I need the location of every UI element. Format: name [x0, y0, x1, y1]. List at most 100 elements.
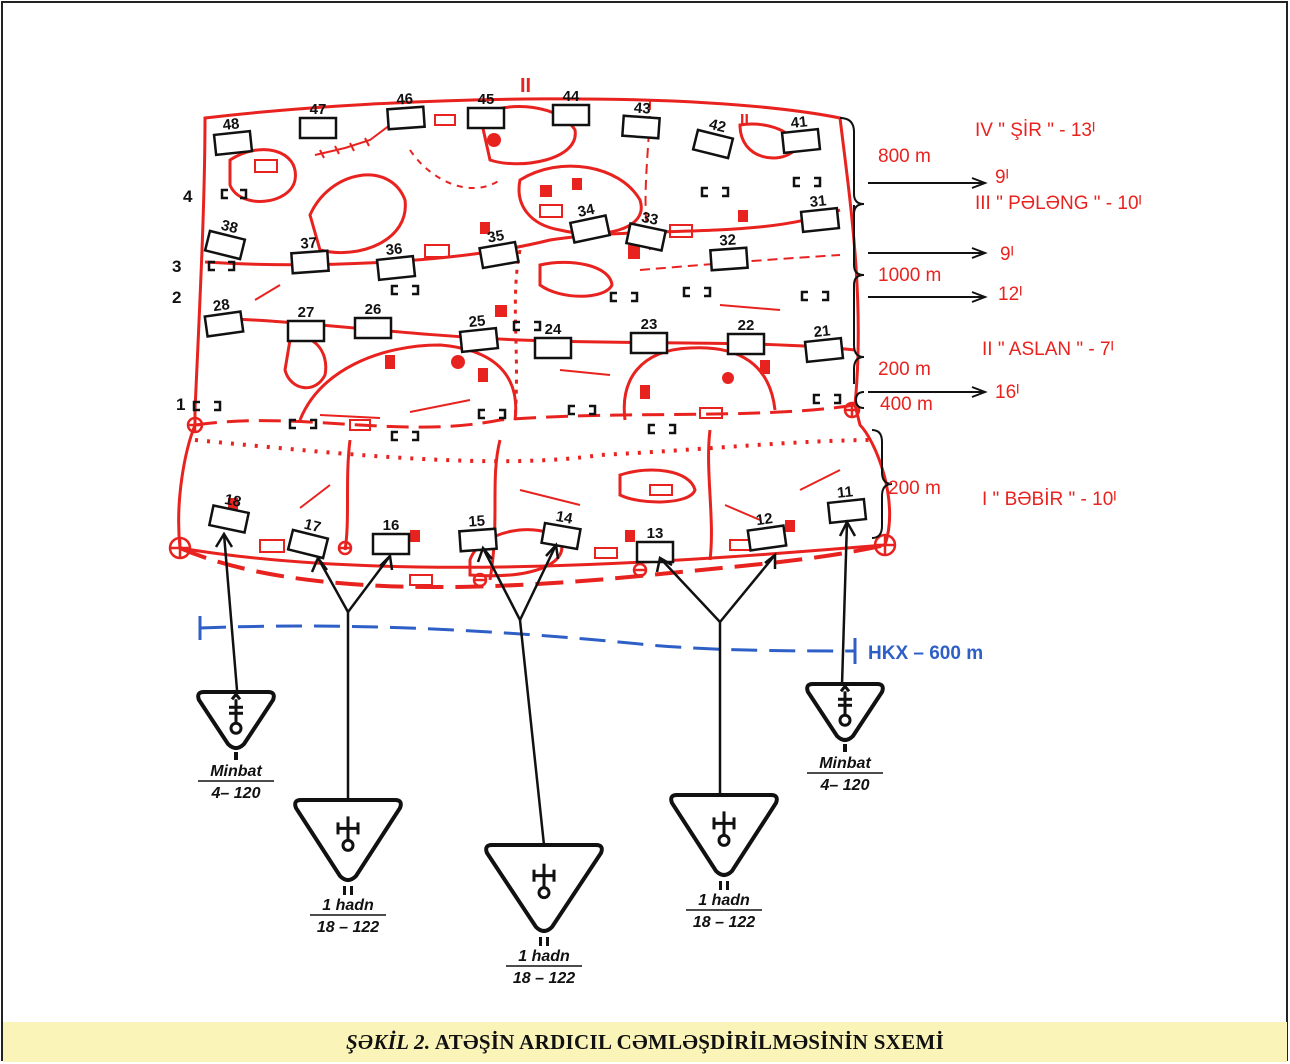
target-number: 16: [383, 517, 400, 534]
target-number: 32: [719, 231, 737, 249]
target-45: 45: [468, 91, 504, 128]
unit-caliber: 18 – 122: [513, 970, 575, 987]
fire-time-label: 16ᴵ: [995, 382, 1019, 403]
zone-label: IV " ŞİR " - 13ᴵ: [975, 120, 1095, 141]
zone-label: II " ASLAN " - 7ᴵ: [982, 339, 1114, 360]
friendly-unit-3: 1 hadn 18 – 122: [486, 845, 602, 987]
unit-size-mark: [843, 744, 847, 752]
unit-name: Minbat: [210, 763, 262, 780]
unit-caliber: 4– 120: [820, 777, 870, 794]
distance-label: 800 m: [878, 146, 931, 167]
target-28: 28: [202, 295, 243, 337]
target-number: 18: [223, 491, 243, 511]
unit-size-mark: [539, 937, 549, 946]
distance-label: 200 m: [888, 478, 941, 499]
target-number: 12: [755, 510, 774, 529]
friendly-unit-5: Minbat 4– 120: [807, 684, 883, 794]
target-14: 14: [542, 506, 584, 549]
target-number: 36: [385, 240, 403, 259]
battalion-mark: II: [520, 75, 531, 97]
fire-time-label: 9ᴵ: [1000, 244, 1014, 265]
target-34: 34: [567, 199, 610, 243]
target-number: 25: [468, 312, 486, 331]
unit-name: 1 hadn: [518, 948, 570, 965]
unit-size-mark: [343, 886, 353, 895]
target-15: 15: [458, 512, 496, 551]
unit-name: Minbat: [819, 755, 871, 772]
target-33: 33: [626, 207, 669, 251]
target-32: 32: [709, 231, 747, 270]
target-number: 13: [647, 525, 664, 542]
target-31: 31: [799, 191, 839, 232]
position-line-4: 4: [183, 187, 193, 206]
position-line-2: 2: [172, 288, 181, 307]
target-11: 11: [826, 482, 866, 523]
friendly-unit-1: Minbat 4– 120: [198, 692, 274, 802]
friendly-units-layer: Minbat 4– 120 1 hadn 18 – 122 1 hadn 18 – 122…: [198, 684, 883, 987]
target-22: 22: [728, 317, 764, 354]
target-25: 25: [458, 311, 498, 352]
target-number: 21: [813, 322, 831, 341]
target-13: 13: [637, 525, 673, 562]
target-16: 16: [373, 517, 409, 554]
target-number: 11: [836, 483, 854, 502]
target-number: 28: [212, 296, 231, 315]
caption-bar: ŞƏKİL 2. ATƏŞİN ARDICIL CƏMLƏŞDİRİLMƏSİN…: [3, 1022, 1287, 1062]
targets-layer: 11 12 13 14 15 16 17 18 21 22 23 24 25 26 27 28 31 32 33 34…: [202, 88, 866, 562]
target-44: 44: [553, 88, 589, 125]
target-48: 48: [212, 114, 252, 155]
unit-caliber: 4– 120: [211, 785, 261, 802]
target-17: 17: [288, 513, 332, 558]
target-number: 34: [576, 201, 596, 221]
target-43: 43: [622, 99, 660, 138]
position-line-labels: 4 3 2 1: [172, 187, 193, 414]
fire-time-label: 12ᴵ: [998, 284, 1022, 305]
target-number: 47: [310, 101, 327, 118]
target-number: 24: [545, 321, 562, 338]
unit-name: 1 hadn: [698, 892, 750, 909]
unit-size-mark: [234, 752, 238, 760]
target-number: 23: [641, 316, 658, 333]
unit-caliber: 18 – 122: [317, 919, 379, 936]
target-number: 33: [640, 209, 660, 229]
target-46: 46: [386, 90, 424, 129]
unit-size-mark: [719, 881, 729, 890]
target-27: 27: [288, 304, 324, 341]
target-37: 37: [290, 234, 328, 273]
svg-text:II: II: [740, 112, 749, 129]
target-38: 38: [205, 214, 249, 259]
zone-labels: IV " ŞİR " - 13ᴵIII " PƏLƏNG " - 10ᴵ II "…: [878, 120, 1142, 510]
target-36: 36: [375, 239, 415, 280]
target-number: 45: [478, 91, 495, 108]
target-21: 21: [803, 321, 843, 362]
friendly-unit-2: 1 hadn 18 – 122: [295, 800, 401, 936]
target-number: 22: [738, 317, 755, 334]
target-41: 41: [780, 112, 820, 153]
fire-time-label: 9ᴵ: [995, 167, 1009, 188]
target-number: 31: [809, 192, 827, 211]
zone-label: I " BƏBİR " - 10ᴵ: [982, 489, 1116, 510]
target-number: 26: [365, 301, 382, 318]
distance-label: 400 m: [880, 394, 933, 415]
target-26: 26: [355, 301, 391, 338]
safety-line-label: HKX – 600 m: [868, 643, 983, 664]
position-line-1: 1: [176, 395, 185, 414]
figure-title: ATƏŞİN ARDICIL CƏMLƏŞDİRİLMƏSİNİN SXEMİ: [435, 1030, 944, 1054]
target-number: 46: [396, 90, 414, 108]
target-number: 27: [298, 304, 315, 321]
zone-label: III " PƏLƏNG " - 10ᴵ: [975, 193, 1142, 214]
distance-label: 1000 m: [878, 265, 941, 286]
target-12: 12: [745, 509, 786, 551]
position-line-3: 3: [172, 257, 181, 276]
target-number: 37: [300, 234, 318, 252]
target-number: 43: [633, 99, 651, 117]
target-42: 42: [693, 113, 737, 158]
target-number: 44: [563, 88, 580, 105]
safety-line: HKX – 600 m: [200, 616, 983, 664]
target-number: 48: [222, 115, 240, 134]
target-number: 15: [468, 512, 486, 530]
unit-name: 1 hadn: [322, 897, 374, 914]
figure-caption: ŞƏKİL 2. ATƏŞİN ARDICIL CƏMLƏŞDİRİLMƏSİN…: [346, 1030, 944, 1055]
